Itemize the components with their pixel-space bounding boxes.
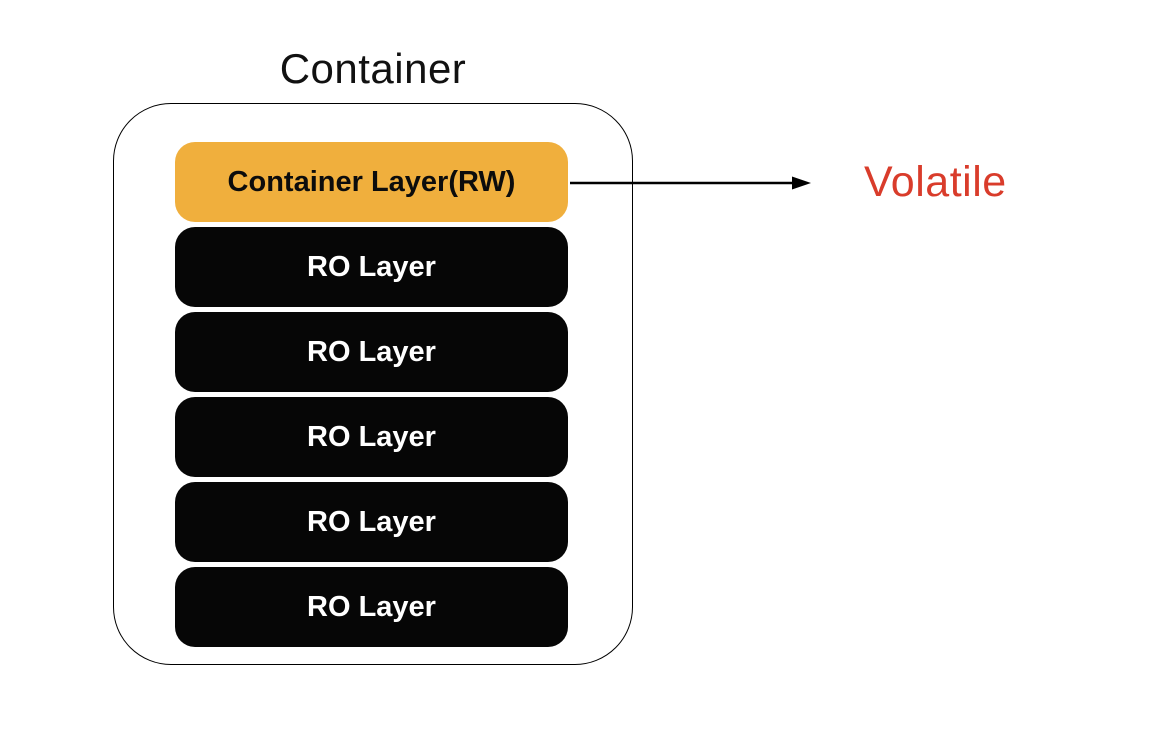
container-layer-rw: Container Layer(RW)	[175, 142, 568, 222]
layer-stack: Container Layer(RW) RO Layer RO Layer RO…	[175, 142, 568, 647]
ro-layer-4: RO Layer	[175, 482, 568, 562]
ro-layer-2: RO Layer	[175, 312, 568, 392]
right-arrow-icon	[570, 176, 811, 190]
ro-layer-3: RO Layer	[175, 397, 568, 477]
ro-layer-1: RO Layer	[175, 227, 568, 307]
volatile-label: Volatile	[864, 158, 1007, 206]
container-title: Container	[279, 45, 467, 92]
ro-layer-5: RO Layer	[175, 567, 568, 647]
container-boundary	[113, 103, 633, 665]
